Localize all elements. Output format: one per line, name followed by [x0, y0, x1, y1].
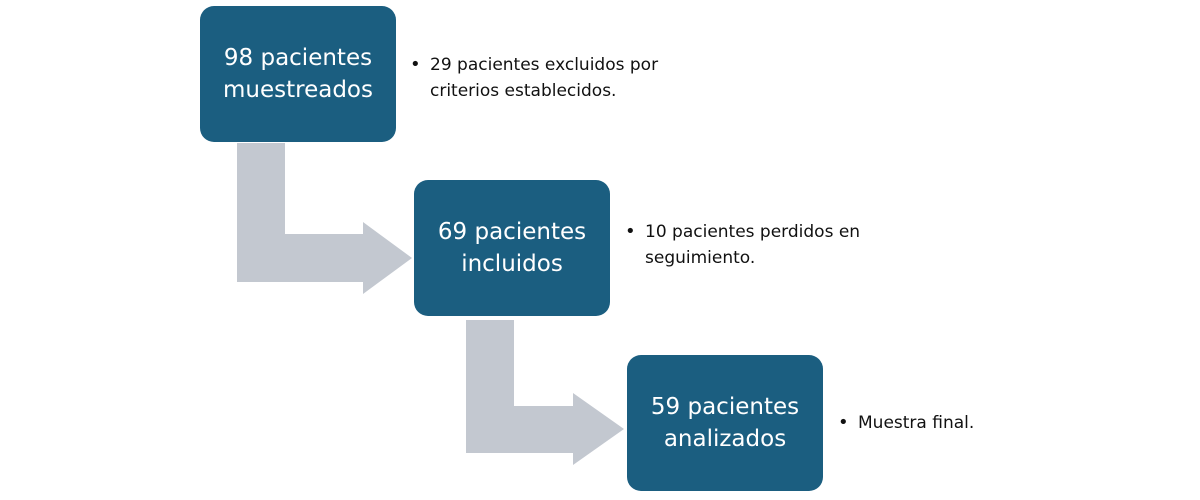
- step-note-final: • Muestra final.: [838, 410, 974, 436]
- step-note-final-text: Muestra final.: [858, 413, 975, 433]
- step-label-sampled: 98 pacientes muestreados: [223, 45, 373, 103]
- bent-arrow-1-to-2: [237, 143, 412, 294]
- step-note-lost: • 10 pacientes perdidos en seguimiento.: [625, 219, 860, 271]
- step-note-excluded-text: 29 pacientes excluidos por criterios est…: [430, 55, 659, 101]
- step-note-lost-text: 10 pacientes perdidos en seguimiento.: [645, 222, 861, 268]
- step-box-included: 69 pacientes incluidos: [414, 180, 610, 316]
- step-label-included: 69 pacientes incluidos: [437, 219, 587, 277]
- bent-arrow-2-to-3: [466, 320, 624, 465]
- bullet-icon: •: [838, 412, 849, 433]
- step-box-analyzed: 59 pacientes analizados: [627, 355, 823, 491]
- step-label-analyzed: 59 pacientes analizados: [650, 394, 800, 452]
- step-note-excluded: • 29 pacientes excluidos por criterios e…: [410, 52, 658, 104]
- step-box-sampled: 98 pacientes muestreados: [200, 6, 396, 142]
- bullet-icon: •: [410, 54, 421, 75]
- bullet-icon: •: [625, 221, 636, 242]
